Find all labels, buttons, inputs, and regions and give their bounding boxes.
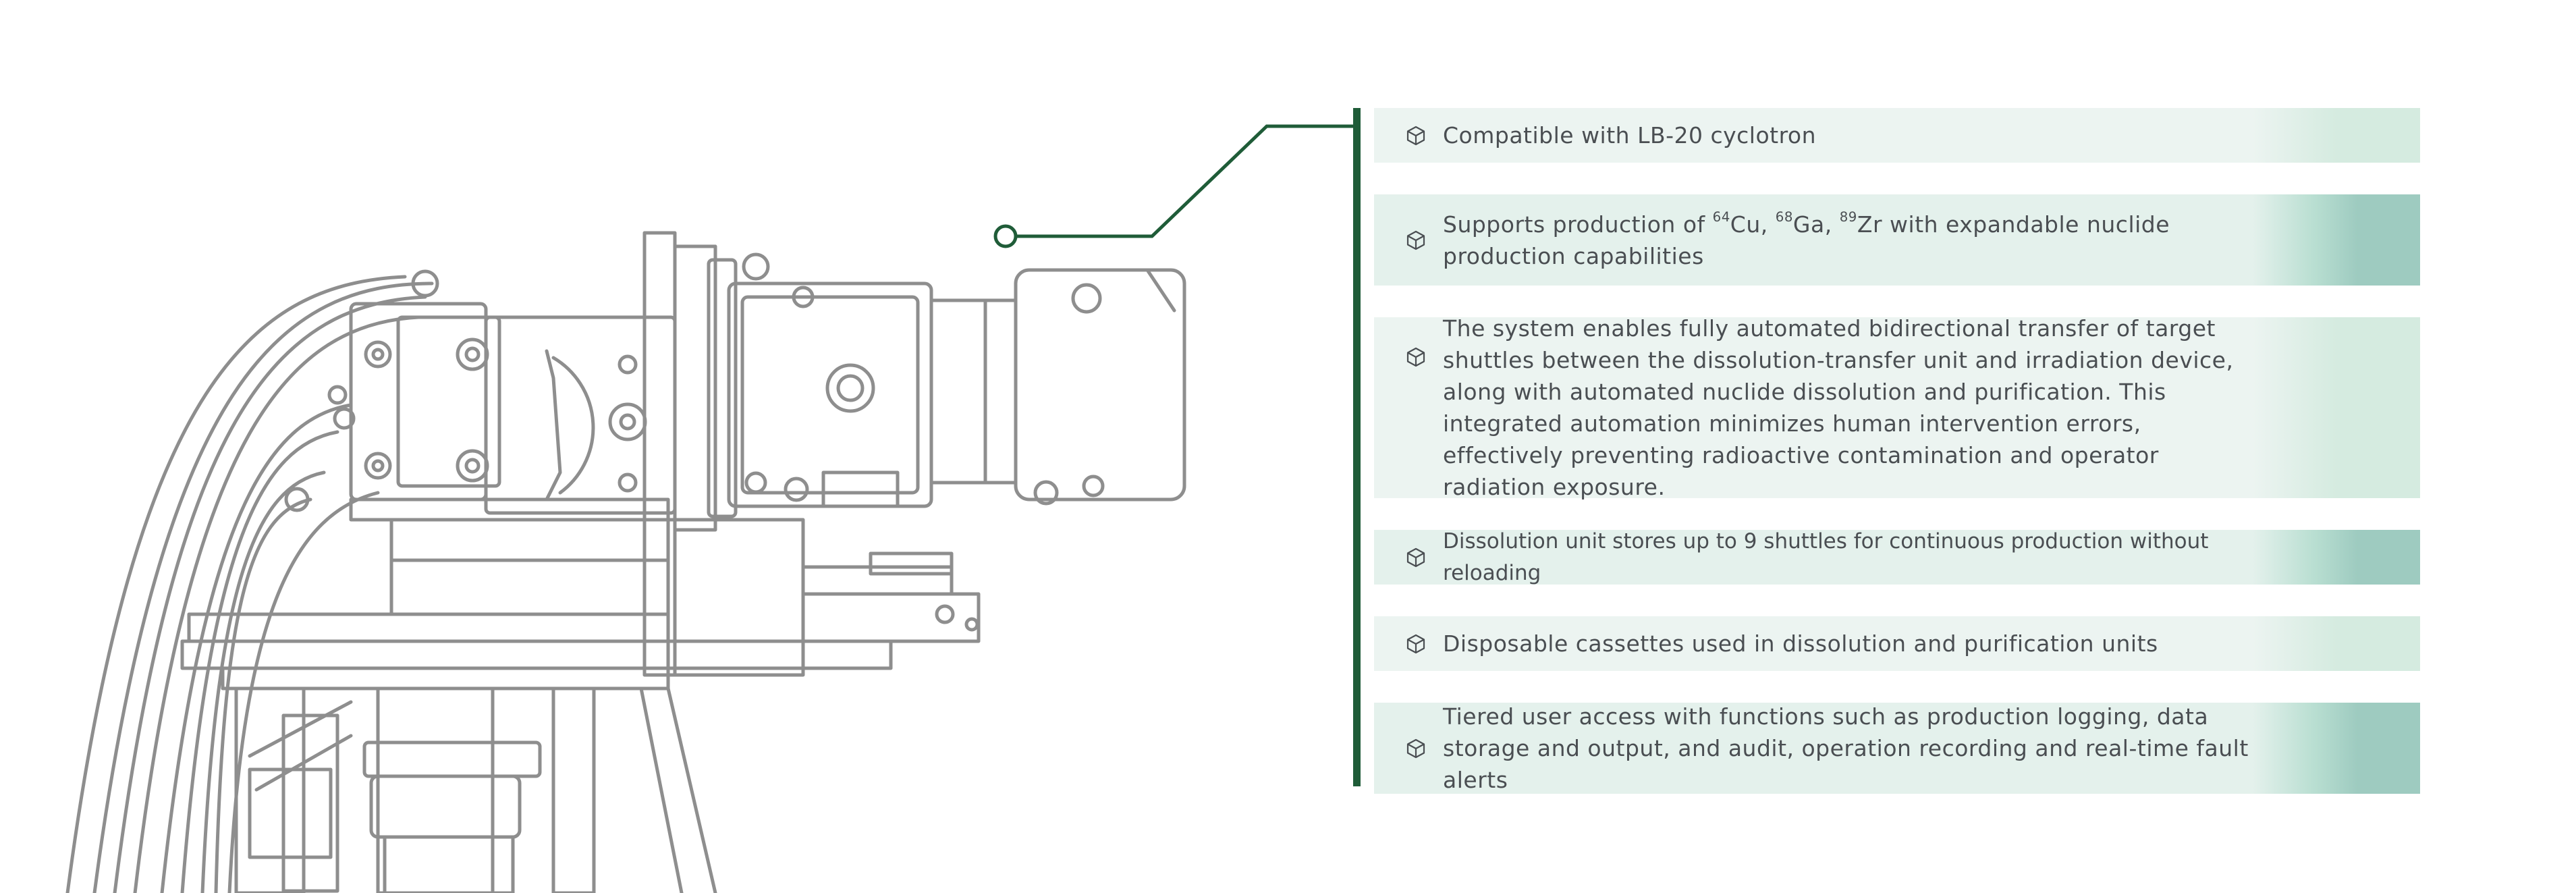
nuclide-symbol: Ga: [1792, 211, 1825, 238]
feature-text: Tiered user access with functions such a…: [1443, 703, 2249, 793]
feature-item: Disposable cassettes used in dissolution…: [1374, 616, 2420, 671]
nuclide-separator: ,: [1760, 211, 1776, 238]
feature-text: Disposable cassettes used in dissolution…: [1443, 630, 2158, 657]
feature-item: Supports production of 64Cu, 68Ga, 89Zr …: [1374, 194, 2420, 286]
cube-icon: [1406, 126, 1425, 145]
feature-text: The system enables fully automated bidir…: [1443, 315, 2234, 500]
feature-item: Tiered user access with functions such a…: [1374, 703, 2420, 794]
nuclide-symbol: Cu: [1730, 211, 1761, 238]
cube-icon: [1406, 347, 1425, 367]
cyclotron-target-module-icon: [65, 231, 1186, 893]
cube-icon: [1406, 230, 1425, 250]
cube-icon: [1406, 738, 1425, 758]
feature-item: Compatible with LB-20 cyclotron: [1374, 108, 2420, 163]
feature-text: Dissolution unit stores up to 9 shuttles…: [1443, 529, 2209, 585]
feature-text-prefix: Supports production of: [1443, 211, 1713, 238]
feature-item: Dissolution unit stores up to 9 shuttles…: [1374, 529, 2420, 585]
nuclide-mass: 68: [1775, 209, 1793, 225]
feature-text-suffix: with expandable nuclide production capab…: [1443, 211, 2170, 269]
cube-icon: [1406, 547, 1425, 567]
nuclide-mass: 64: [1712, 209, 1730, 225]
nuclide-symbol: Zr: [1857, 211, 1883, 238]
nuclide-mass: 89: [1839, 209, 1857, 225]
nuclide-separator: ,: [1824, 211, 1840, 238]
cube-icon: [1406, 634, 1425, 653]
accent-vertical-bar: [1353, 108, 1361, 786]
feature-list: Compatible with LB-20 cyclotron Supports…: [1374, 108, 2420, 794]
feature-text: Compatible with LB-20 cyclotron: [1443, 122, 1817, 148]
feature-text: Supports production of 64Cu, 68Ga, 89Zr …: [1443, 209, 2265, 272]
feature-item: The system enables fully automated bidir…: [1374, 315, 2420, 500]
